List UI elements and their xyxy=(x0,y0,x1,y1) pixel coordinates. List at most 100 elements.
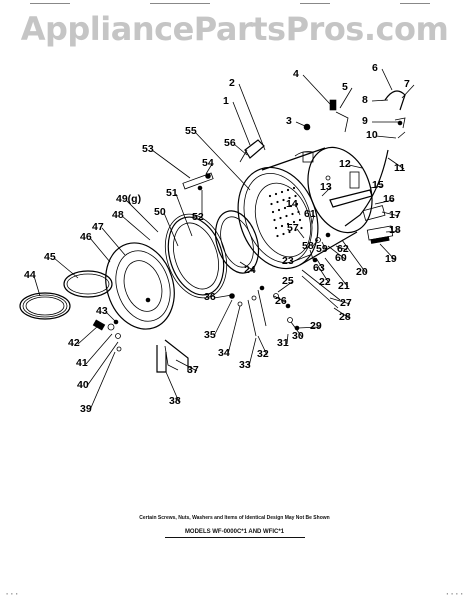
callout-38: 38 xyxy=(169,395,181,407)
callout-43: 43 xyxy=(96,305,108,317)
callout-leader xyxy=(381,211,400,217)
perforation xyxy=(280,224,284,228)
callout-leader xyxy=(233,143,248,156)
top-rule xyxy=(300,3,330,4)
callout-5: 5 xyxy=(342,81,348,93)
perforation xyxy=(286,188,290,192)
callout-leader xyxy=(374,199,394,205)
callout-leader xyxy=(296,228,305,239)
callout-12: 12 xyxy=(339,158,351,170)
perforation xyxy=(292,186,296,190)
callout-leader xyxy=(213,299,233,337)
perforation xyxy=(268,194,272,198)
perforation xyxy=(276,200,279,204)
callout-leader xyxy=(369,185,383,189)
callout-leader xyxy=(232,101,251,146)
perforation xyxy=(274,192,278,196)
callout-33: 33 xyxy=(239,359,251,371)
callout-leader xyxy=(239,261,255,272)
perforation xyxy=(280,190,284,194)
callout-7: 7 xyxy=(404,78,410,90)
callout-leader xyxy=(175,359,198,372)
callout-leader xyxy=(315,257,324,270)
callout-22: 22 xyxy=(319,276,331,288)
perforation xyxy=(270,202,273,206)
door-frame xyxy=(105,242,175,330)
callout-leader xyxy=(86,341,119,387)
callout-leader xyxy=(53,257,79,279)
callout-56: 56 xyxy=(224,137,236,149)
callout-11: 11 xyxy=(394,162,405,174)
callout-leader xyxy=(205,163,213,175)
callout-47: 47 xyxy=(92,221,104,233)
callout-leader xyxy=(297,326,321,329)
callout-leader xyxy=(381,68,393,91)
callout-leader xyxy=(101,227,126,256)
callout-leader xyxy=(273,295,286,303)
callout-53: 53 xyxy=(142,143,154,155)
callout-52: 52 xyxy=(192,211,204,223)
door-handle xyxy=(156,345,167,373)
callout-leader xyxy=(327,245,346,260)
callout-40: 40 xyxy=(77,379,89,391)
perforation xyxy=(294,228,297,232)
callout-25: 25 xyxy=(282,275,294,287)
callout-leader xyxy=(33,275,41,297)
perforation xyxy=(295,202,299,206)
callout-1: 1 xyxy=(223,95,229,107)
callout-28: 28 xyxy=(339,311,351,323)
corner-mark: ▪ ▪ ▪ ▪ xyxy=(446,593,463,597)
callout-63: 63 xyxy=(313,262,325,274)
callout-leader xyxy=(375,135,397,139)
perforation xyxy=(291,212,294,216)
callout-leader xyxy=(286,333,289,345)
callout-32: 32 xyxy=(257,348,269,360)
callout-leader xyxy=(379,243,396,261)
callout-leader xyxy=(257,335,268,356)
callout-leader xyxy=(277,281,293,293)
callout-19: 19 xyxy=(385,253,397,265)
callout-58: 58 xyxy=(302,240,314,252)
callout-21: 21 xyxy=(338,280,350,292)
watermark-logo: AppliancePartsPros.com xyxy=(20,10,449,48)
callout-leader xyxy=(401,84,415,99)
callout-59: 59 xyxy=(316,243,328,255)
perforation xyxy=(277,208,281,212)
callout-leader xyxy=(89,351,116,411)
callout-49g: 49(g) xyxy=(116,193,141,205)
callout-6: 6 xyxy=(372,62,378,74)
callout-leader xyxy=(348,164,363,169)
callout-17: 17 xyxy=(389,209,401,221)
models-label: MODELS WF-0000C*1 AND WFIC*1 xyxy=(184,529,285,535)
callout-leader xyxy=(335,245,348,251)
top-rule xyxy=(30,3,70,4)
callout-leader xyxy=(125,199,159,233)
callout-62: 62 xyxy=(337,243,349,255)
callout-48: 48 xyxy=(112,209,124,221)
callout-leader xyxy=(311,214,315,225)
callout-leader xyxy=(213,294,233,299)
callout-18: 18 xyxy=(389,224,401,236)
callout-35: 35 xyxy=(204,329,216,341)
callout-leader xyxy=(324,257,349,288)
top-rule xyxy=(400,3,430,4)
door-gasket xyxy=(214,210,260,274)
corner-mark: ▪ ▪ ▪ xyxy=(6,593,19,597)
callout-54: 54 xyxy=(202,157,214,169)
top-rule xyxy=(150,3,210,4)
perforation xyxy=(289,204,293,208)
callout-2: 2 xyxy=(229,77,235,89)
callout-leader xyxy=(290,321,303,338)
callout-41: 41 xyxy=(76,357,88,369)
perforation xyxy=(292,220,296,224)
callout-leader xyxy=(163,212,179,247)
callout-55: 55 xyxy=(185,125,197,137)
callout-leader xyxy=(291,254,311,263)
callout-37: 37 xyxy=(187,364,199,376)
callout-36: 36 xyxy=(204,291,216,303)
perforation xyxy=(288,196,291,200)
callout-leader xyxy=(227,305,241,355)
perforation xyxy=(279,216,282,220)
callout-45: 45 xyxy=(44,251,56,263)
